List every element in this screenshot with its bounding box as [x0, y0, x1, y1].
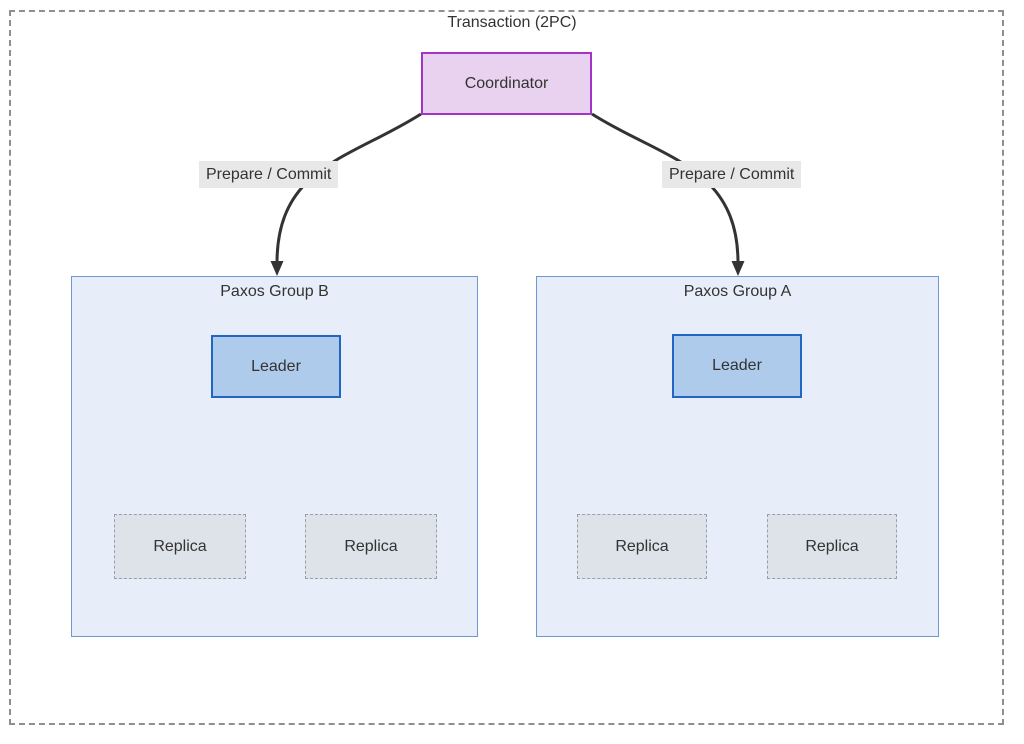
group-a-title: Paxos Group A — [683, 283, 792, 300]
transaction-boundary-frame — [9, 10, 1004, 725]
diagram-title: Transaction (2PC) — [447, 14, 577, 31]
group-paxos-b: Paxos Group B — [71, 276, 478, 637]
edge-coordinator-to-group-b — [275, 112, 422, 264]
group-paxos-a: Paxos Group A — [536, 276, 939, 637]
edge-coordinator-to-group-a — [591, 112, 740, 264]
group-b-title: Paxos Group B — [220, 283, 329, 300]
replica-node-a2: Replica — [767, 514, 897, 579]
replica-node-b2: Replica — [305, 514, 437, 579]
edge-label-prepare-commit-right: Prepare / Commit — [662, 161, 802, 188]
arrowhead-group-a — [731, 261, 745, 276]
edge-label-prepare-commit-left: Prepare / Commit — [199, 161, 339, 188]
leader-node-group-b: Leader — [211, 335, 341, 398]
leader-node-group-a: Leader — [672, 334, 802, 398]
replica-node-b1: Replica — [114, 514, 246, 579]
replica-node-a1: Replica — [577, 514, 707, 579]
coordinator-node: Coordinator — [421, 52, 592, 115]
arrowhead-group-b — [270, 261, 284, 276]
